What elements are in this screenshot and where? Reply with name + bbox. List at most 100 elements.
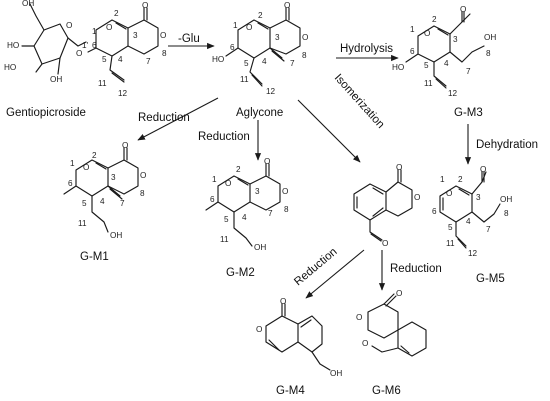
atom-label-1: 1 <box>410 25 415 34</box>
atom-o: O <box>356 313 362 322</box>
g-m2-structure <box>205 163 281 247</box>
atom-label-1: 1 <box>70 159 75 168</box>
atom-o: O <box>106 23 112 32</box>
atom-label-3: 3 <box>133 31 138 40</box>
atom-label-7: 7 <box>268 209 273 218</box>
g-m4-structure <box>265 303 331 371</box>
reaction-label-dehydration: Dehydration <box>476 139 538 151</box>
g-m5-structure <box>439 171 501 249</box>
compound-label-g-m1: G-M1 <box>80 251 109 263</box>
atom-label-8: 8 <box>486 49 491 58</box>
atom-label-1: 1 <box>92 27 97 36</box>
atom-label-7: 7 <box>146 57 151 66</box>
atom-oh: OH <box>254 243 266 252</box>
atom-ho: HO <box>7 41 19 50</box>
atom-o: O <box>264 157 270 166</box>
atom-o: O <box>76 49 82 58</box>
reaction-label-reduction-m1: Reduction <box>138 112 190 124</box>
atom-o: O <box>122 141 128 150</box>
isomer-intermediate-structure <box>353 169 413 242</box>
atom-label-11: 11 <box>424 79 433 88</box>
atom-label-4: 4 <box>262 57 267 66</box>
arrow-reduction-m4 <box>305 249 365 299</box>
atom-label-11: 11 <box>240 75 249 84</box>
atom-label-11: 11 <box>98 79 107 88</box>
reaction-label-reduction-m2: Reduction <box>198 131 250 143</box>
atom-label-1: 1 <box>440 175 445 184</box>
atom-o: O <box>396 289 402 298</box>
atom-label-2: 2 <box>92 151 97 160</box>
atom-o: O <box>414 193 420 202</box>
atom-label-8: 8 <box>284 205 289 214</box>
atom-label-3: 3 <box>453 35 458 44</box>
atom-ho: HO <box>212 55 224 64</box>
atom-o: O <box>256 325 262 334</box>
atom-o: O <box>246 23 252 32</box>
atom-label-3: 3 <box>111 173 116 182</box>
atom-label-1p: 1' <box>82 41 89 50</box>
atom-label-2: 2 <box>236 165 241 174</box>
atom-label-8: 8 <box>302 51 307 60</box>
atom-oh: OH <box>484 33 496 42</box>
atom-oh: OH <box>50 75 62 84</box>
compound-label-g-m6: G-M6 <box>372 385 401 397</box>
atom-oh: OH <box>22 0 34 8</box>
atom-label-2: 2 <box>458 175 463 184</box>
atom-o: O <box>302 33 308 42</box>
atom-o: O <box>83 163 89 172</box>
atom-label-12: 12 <box>118 89 128 98</box>
atom-label-7: 7 <box>290 59 295 68</box>
atom-label-5: 5 <box>448 223 453 232</box>
atom-o: O <box>480 165 486 174</box>
gentiopicroside-structure <box>21 3 159 83</box>
atom-label-4: 4 <box>466 217 471 226</box>
atom-label-2: 2 <box>432 15 437 24</box>
compound-label-g-m2: G-M2 <box>226 267 255 279</box>
atom-label-6: 6 <box>68 179 73 188</box>
atom-label-5: 5 <box>82 199 87 208</box>
atom-o: O <box>396 163 402 172</box>
compound-label-g-m5: G-M5 <box>476 273 505 285</box>
atom-label-3: 3 <box>476 193 481 202</box>
g-m3-structure <box>405 11 485 89</box>
atom-o: O <box>446 189 452 198</box>
atom-label-8: 8 <box>504 209 509 218</box>
arrow-isomerization <box>297 99 361 163</box>
atom-label-12: 12 <box>468 249 478 258</box>
atom-label-8: 8 <box>140 189 145 198</box>
g-m6-structure <box>367 293 427 357</box>
atom-o: O <box>382 239 388 248</box>
atom-o: O <box>140 171 146 180</box>
atom-label-1: 1 <box>233 21 238 30</box>
atom-label-4: 4 <box>242 213 247 222</box>
atom-label-7: 7 <box>486 225 491 234</box>
atom-label-4: 4 <box>100 197 105 206</box>
atom-label-1: 1 <box>212 175 217 184</box>
compound-label-gentiopicroside: Gentiopicroside <box>6 107 86 119</box>
reaction-label-isomerization: Isomerization <box>332 72 387 131</box>
reaction-label-reduction-m4: Reduction <box>292 246 339 288</box>
compound-label-aglycone: Aglycone <box>236 107 283 119</box>
atom-label-6: 6 <box>432 207 437 216</box>
atom-label-11: 11 <box>446 239 455 248</box>
atom-o: O <box>282 187 288 196</box>
g-m1-structure <box>63 147 139 233</box>
arrow-reduction-m1 <box>137 97 219 141</box>
atom-o: O <box>160 31 166 40</box>
atom-oh: OH <box>330 369 342 378</box>
atom-o: O <box>142 1 148 10</box>
atom-label-11: 11 <box>220 235 229 244</box>
atom-label-7: 7 <box>120 199 125 208</box>
atom-label-2: 2 <box>258 11 263 20</box>
atom-label-6: 6 <box>410 47 415 56</box>
atom-label-7: 7 <box>466 67 471 76</box>
atom-o: O <box>225 179 231 188</box>
atom-label-6: 6 <box>210 195 215 204</box>
atom-label-6: 6 <box>92 41 97 50</box>
atom-o: O <box>284 1 290 10</box>
atom-label-11: 11 <box>78 219 87 228</box>
atom-label-12: 12 <box>266 87 276 96</box>
atom-o: O <box>424 29 430 38</box>
atom-oh: OH <box>110 231 122 240</box>
